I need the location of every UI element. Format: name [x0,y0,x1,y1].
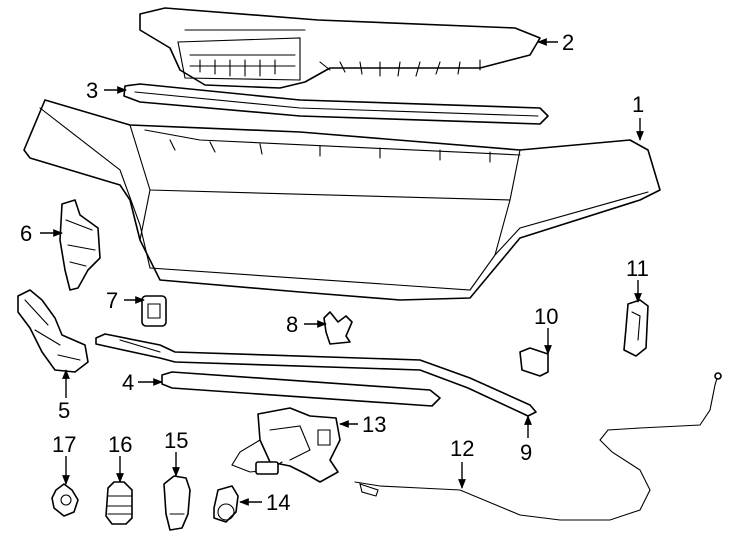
callout-8: 8 [286,312,298,337]
part-13-latch [231,407,341,483]
part-6-hinge [59,199,101,291]
part-9-prop-rod [95,333,537,417]
callout-1: 1 [632,92,644,117]
callout-9: 9 [520,440,532,465]
part-1-hood [23,99,661,301]
part-5-hinge [17,289,89,373]
part-16-bumper [105,481,133,525]
part-3-seal [123,83,549,125]
part-15-bumper [163,475,191,531]
part-14-grommet [213,485,239,523]
part-10-bracket [519,347,549,377]
callout-15: 15 [164,428,188,453]
callout-5: 5 [58,398,70,423]
leader-lines [40,38,644,506]
callout-12: 12 [450,436,474,461]
part-17-clip [51,483,79,517]
callout-16: 16 [108,432,132,457]
callout-10: 10 [534,304,558,329]
callout-6: 6 [20,221,32,246]
callout-3: 3 [86,78,98,103]
callout-11: 11 [626,256,649,281]
part-4-seal [161,371,441,407]
callout-7: 7 [106,288,118,313]
part-12-release-cable [354,372,722,521]
part-7-grommet [141,295,167,327]
callout-2: 2 [562,30,574,55]
callout-17: 17 [52,432,76,457]
callout-4: 4 [122,370,134,395]
callout-14: 14 [266,490,290,515]
callout-numbers: 1 2 3 4 5 6 7 8 9 10 11 12 13 14 15 16 1… [20,30,649,515]
callout-13: 13 [362,412,386,437]
part-8-clip [323,311,353,345]
part-2-hood-panel [139,7,541,89]
part-11-bracket [623,299,649,357]
